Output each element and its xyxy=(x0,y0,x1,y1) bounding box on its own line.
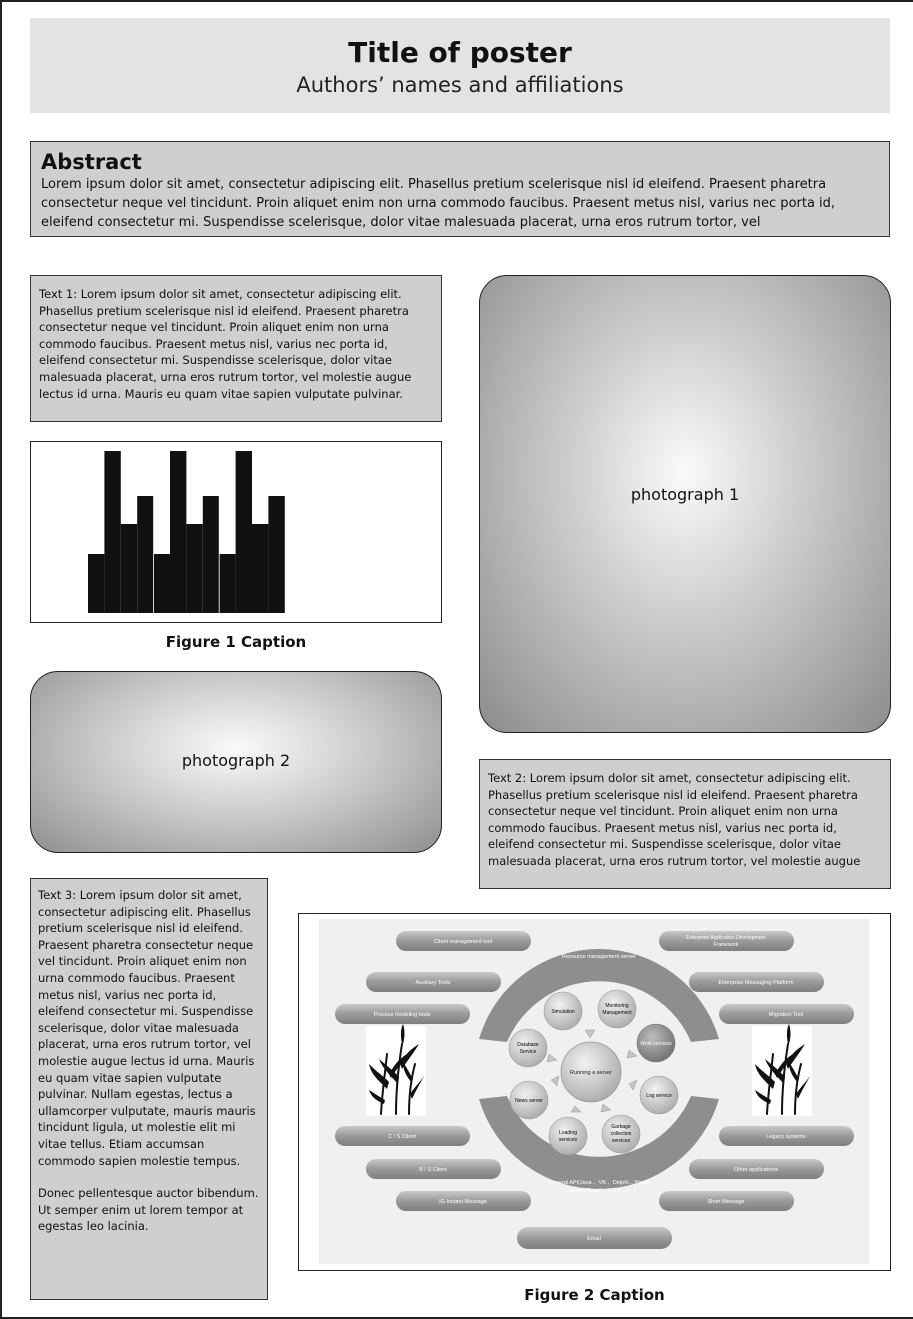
pill-label: IG Instant Message xyxy=(439,1199,487,1205)
circle-monitoring xyxy=(597,989,637,1029)
circle-database-service xyxy=(508,1028,548,1068)
circle-label: Simulation xyxy=(551,1009,575,1015)
photograph-1-label: photograph 1 xyxy=(630,484,740,504)
pill-label: Client management tool xyxy=(434,939,492,945)
figure-1-bars xyxy=(88,442,285,613)
left-pills: Client management tool Auxiliary Tools P… xyxy=(335,931,531,1211)
figure-1-bar xyxy=(268,496,285,613)
pill-email xyxy=(517,1227,672,1249)
circle-simulation xyxy=(543,991,583,1031)
figure-2-caption: Figure 2 Caption xyxy=(524,1286,665,1304)
arc-bottom-label-2: server(Email 、MSN…) xyxy=(570,1188,628,1194)
pill-migration-tool xyxy=(719,1004,854,1024)
text-block-3: Text 3: Lorem ipsum dolor sit amet, cons… xyxy=(30,878,268,1300)
circle-log-service xyxy=(639,1075,679,1115)
pill-label: Email xyxy=(587,1236,601,1242)
circle-label: Loading xyxy=(559,1130,577,1136)
poster-authors: Authors’ names and affiliations xyxy=(296,73,624,97)
pill-label: Enterprise Messaging Platform xyxy=(718,980,794,986)
arc-bottom-label-1: General API(Java 、VB 、Delphi…)News xyxy=(548,1180,649,1186)
text-block-3-para-1: Text 3: Lorem ipsum dolor sit amet, cons… xyxy=(38,888,256,1168)
figure-1-bar xyxy=(137,496,154,613)
circle-label: Service xyxy=(520,1049,537,1055)
circle-label: collection xyxy=(611,1131,632,1137)
bottom-arc xyxy=(479,1096,719,1189)
pill-cs-client xyxy=(335,1126,470,1146)
pill-auxiliary-tools xyxy=(366,972,501,992)
figure-1-bar xyxy=(170,451,187,613)
pill-label: Auxiliary Tools xyxy=(415,980,450,986)
circle-loading-services xyxy=(548,1116,588,1156)
pill-label: Short Message xyxy=(708,1199,745,1205)
right-pills: Enterprise Application Development Frame… xyxy=(659,931,854,1211)
abstract-text: Lorem ipsum dolor sit amet, consectetur … xyxy=(41,177,836,230)
figure-1-bar xyxy=(186,524,203,613)
figure-1-bar xyxy=(88,554,105,613)
figure-1-caption: Figure 1 Caption xyxy=(165,633,307,651)
circle-label: Work services xyxy=(640,1041,672,1047)
photograph-1: photograph 1 xyxy=(479,275,891,733)
photograph-2: photograph 2 xyxy=(30,671,442,853)
poster-title: Title of poster xyxy=(348,36,572,69)
pill-label: Framework xyxy=(713,942,739,948)
title-banner: Title of poster Authors’ names and affil… xyxy=(30,18,890,113)
plant-left-icon xyxy=(366,1024,426,1116)
pill-label: Legacy systems xyxy=(766,1134,806,1140)
figure-1-bar xyxy=(202,496,220,613)
pill-label: Migration Tool xyxy=(769,1012,803,1018)
circle-label: News server xyxy=(515,1098,543,1104)
text-block-3-para-2: Donec pellentesque auctor bibendum. Ut s… xyxy=(38,1186,259,1234)
figure-2-diagram: Resource management server General API(J… xyxy=(319,919,869,1264)
pill-bs-client xyxy=(366,1159,501,1179)
center-label: Running a server xyxy=(570,1070,612,1076)
pill-enterprise-messaging xyxy=(689,972,824,992)
circle-work-services xyxy=(636,1023,676,1063)
circle-label: Management xyxy=(602,1010,632,1016)
pill-label: Other applications xyxy=(734,1167,779,1173)
circle-label: services xyxy=(612,1138,631,1144)
arc-top-label: Resource management server xyxy=(562,954,636,960)
pill-client-management xyxy=(396,931,531,951)
figure-1-bar xyxy=(219,554,236,613)
figure-2: Resource management server General API(J… xyxy=(298,913,891,1271)
figure-1-bar xyxy=(120,524,138,613)
figure-1-bar xyxy=(235,451,252,613)
abstract-heading: Abstract xyxy=(41,150,142,174)
pill-label: C / S Client xyxy=(388,1134,416,1140)
circle-label: services xyxy=(559,1137,578,1143)
circle-news-server xyxy=(509,1080,549,1120)
circle-label: Monitoring xyxy=(605,1003,629,1009)
pill-label: Process modeling tools xyxy=(374,1012,431,1018)
figure-1-bar xyxy=(104,451,121,613)
circle-label: Database xyxy=(517,1042,539,1048)
photograph-2-label: photograph 2 xyxy=(181,750,291,770)
pill-label: B / S Client xyxy=(419,1167,447,1173)
circle-label: Log service xyxy=(646,1093,672,1099)
pill-process-modeling xyxy=(335,1004,470,1024)
plant-right-icon xyxy=(752,1024,812,1116)
abstract-box: Abstract Lorem ipsum dolor sit amet, con… xyxy=(30,141,890,237)
pill-enterprise-framework xyxy=(659,931,794,951)
pill-legacy-systems xyxy=(719,1126,854,1146)
top-arc xyxy=(479,949,719,1042)
figure-1-bar xyxy=(252,524,269,613)
circle-label: Garbage xyxy=(611,1124,631,1130)
figure-1 xyxy=(30,441,442,623)
pill-ig-instant-message xyxy=(396,1191,531,1211)
pill-other-applications xyxy=(689,1159,824,1179)
circle-garbage-collection xyxy=(601,1114,641,1154)
pill-label: Enterprise Application Development xyxy=(686,935,766,941)
text-block-1: Text 1: Lorem ipsum dolor sit amet, cons… xyxy=(30,275,442,422)
ring-arrows xyxy=(546,1029,638,1113)
center-circle xyxy=(560,1041,622,1103)
pill-short-message xyxy=(659,1191,794,1211)
text-block-2: Text 2: Lorem ipsum dolor sit amet, cons… xyxy=(479,759,891,889)
figure-1-bar xyxy=(153,554,170,613)
